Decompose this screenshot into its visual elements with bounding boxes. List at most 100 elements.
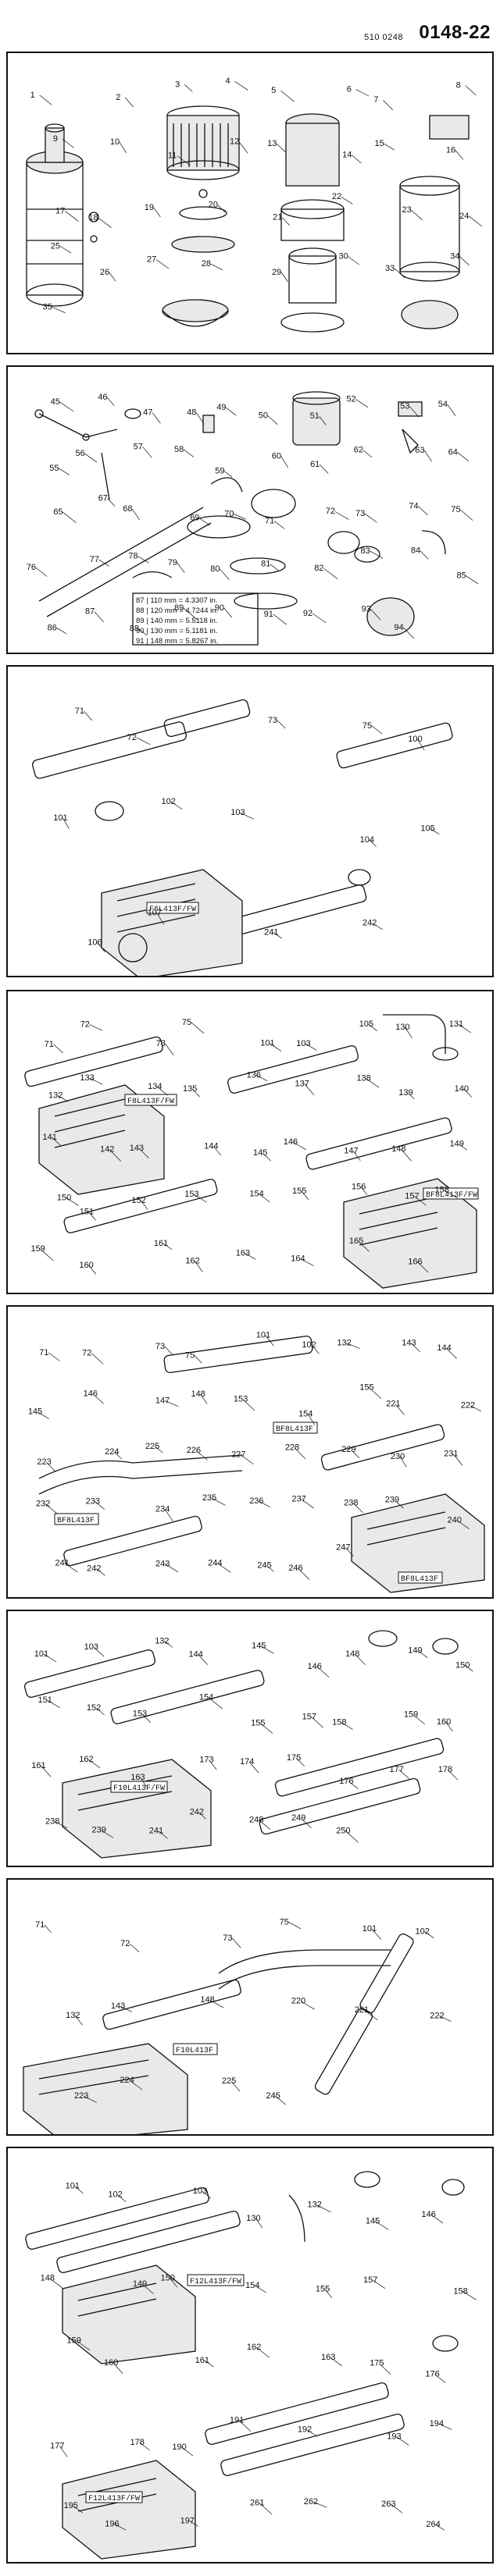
part-number-label: 57 <box>134 442 143 451</box>
part-number-label: 226 <box>187 1446 201 1455</box>
part-number-label: 248 <box>249 1815 263 1824</box>
part-number-label: 158 <box>332 1718 346 1727</box>
leader-line <box>355 89 370 97</box>
part-number-label: 9 <box>53 134 58 144</box>
part-number-label: 155 <box>359 1382 373 1392</box>
part-number-label: 153 <box>184 1190 198 1199</box>
leader-line <box>260 1646 274 1654</box>
leader-line <box>459 1144 468 1151</box>
part-number-label: 60 <box>272 452 281 461</box>
part-number-label: 77 <box>90 555 99 564</box>
leader-line <box>366 1078 380 1088</box>
part-number-label: 73 <box>156 1039 166 1048</box>
leader-line <box>460 509 473 521</box>
leader-line <box>117 2194 127 2203</box>
part-number-label: 142 <box>100 1145 114 1155</box>
part-number-label: 239 <box>91 1826 105 1835</box>
part-number-label: 241 <box>264 927 278 937</box>
part-number-label: 150 <box>161 2274 175 2283</box>
leader-line <box>59 468 70 475</box>
leader-line <box>417 1650 428 1658</box>
part-number-label: 242 <box>87 1564 101 1573</box>
leader-line <box>238 2420 252 2432</box>
part-number-label: 133 <box>80 1073 94 1083</box>
part-number-label: 101 <box>66 2182 80 2191</box>
leader-line <box>265 1335 274 1347</box>
leader-line <box>95 1568 105 1576</box>
leader-line <box>370 550 384 559</box>
part-number-label: 147 <box>344 1147 358 1156</box>
part-number-label: 47 <box>143 408 152 418</box>
leader-line <box>330 2357 342 2367</box>
f10l-shapes <box>24 1630 459 1859</box>
leader-line <box>462 2290 477 2300</box>
part-number-label: 174 <box>240 1757 254 1767</box>
part-number-label: 132 <box>48 1091 62 1100</box>
model-box-bf8l-a: BF8L413F <box>273 1421 318 1434</box>
part-number-label: 50 <box>259 411 268 420</box>
leader-line <box>255 2347 270 2358</box>
leader-line <box>378 2363 391 2375</box>
part-number-label: 242 <box>190 1808 204 1817</box>
model-box-bf8l: BF8L413F/FW <box>423 1187 479 1200</box>
part-number-label: 238 <box>344 1498 358 1507</box>
leader-line <box>184 84 193 92</box>
part-number-label: 144 <box>188 1649 202 1659</box>
part-number-label: 18 <box>88 213 98 222</box>
leader-line <box>204 2360 214 2368</box>
leader-line <box>266 1565 274 1572</box>
part-number-label: 237 <box>292 1494 306 1503</box>
leader-line <box>194 1355 202 1364</box>
part-number-label: 153 <box>234 1395 248 1404</box>
model-f6l: F6L413F/FW <box>149 905 196 914</box>
leader-line <box>177 562 185 574</box>
leader-line <box>52 307 66 314</box>
leader-line <box>466 575 479 585</box>
part-number-label: 150 <box>57 1194 71 1203</box>
part-number-label: 101 <box>256 1331 270 1340</box>
leader-line <box>195 412 205 425</box>
part-number-label: 164 <box>291 1254 305 1264</box>
part-number-label: 190 <box>172 2443 186 2452</box>
leader-line <box>66 1197 79 1206</box>
part-number-label: 53 <box>400 401 409 411</box>
leader-line <box>131 508 141 521</box>
part-number-label: 138 <box>356 1074 370 1083</box>
part-number-label: 73 <box>268 716 277 725</box>
leader-line <box>120 2005 133 2012</box>
part-number-label: 46 <box>98 393 107 402</box>
leader-line <box>306 2429 318 2437</box>
part-number-label: 101 <box>34 1649 48 1659</box>
leader-line <box>280 90 295 102</box>
leader-line <box>73 2505 83 2514</box>
leader-line <box>155 259 170 269</box>
part-number-label: 155 <box>316 2285 330 2294</box>
leader-line <box>154 1446 163 1453</box>
part-number-label: 178 <box>130 2438 145 2447</box>
leader-line <box>225 407 237 416</box>
part-number-label: 143 <box>130 1144 144 1153</box>
leader-line <box>457 452 470 462</box>
leader-line <box>316 2204 331 2213</box>
part-number-label: 224 <box>120 2076 134 2085</box>
leader-line <box>62 511 77 523</box>
part-number-label: 155 <box>292 1187 306 1196</box>
leader-line <box>181 2446 194 2457</box>
part-number-label: 72 <box>127 733 137 742</box>
part-number-label: 71 <box>39 1348 48 1357</box>
document-header: 510 0248 0148-22 <box>0 20 491 47</box>
leader-line <box>420 550 429 560</box>
part-number-label: 105 <box>359 1019 373 1029</box>
leader-line <box>300 2001 315 2010</box>
part-number-label: 58 <box>174 445 184 454</box>
part-number-label: 103 <box>193 2186 207 2196</box>
leader-line <box>355 399 369 408</box>
leader-line <box>371 725 383 735</box>
part-number-label: 101 <box>260 1039 274 1048</box>
leader-line <box>189 2520 198 2527</box>
hose-length-spec-table: 87 | 110 mm = 4.3307 in. 88 | 120 mm = 4… <box>132 592 259 646</box>
